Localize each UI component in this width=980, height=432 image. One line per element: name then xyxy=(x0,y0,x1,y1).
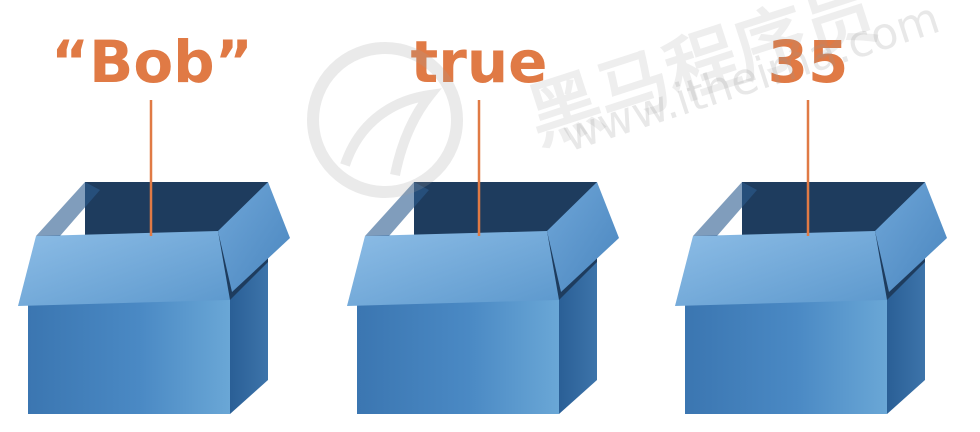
box-1 xyxy=(18,182,290,414)
value-label-35: 35 xyxy=(767,28,849,96)
box-2 xyxy=(347,182,619,414)
value-label-true: true xyxy=(410,28,548,96)
value-label-bob: “Bob” xyxy=(51,28,253,96)
box-3 xyxy=(675,182,947,414)
